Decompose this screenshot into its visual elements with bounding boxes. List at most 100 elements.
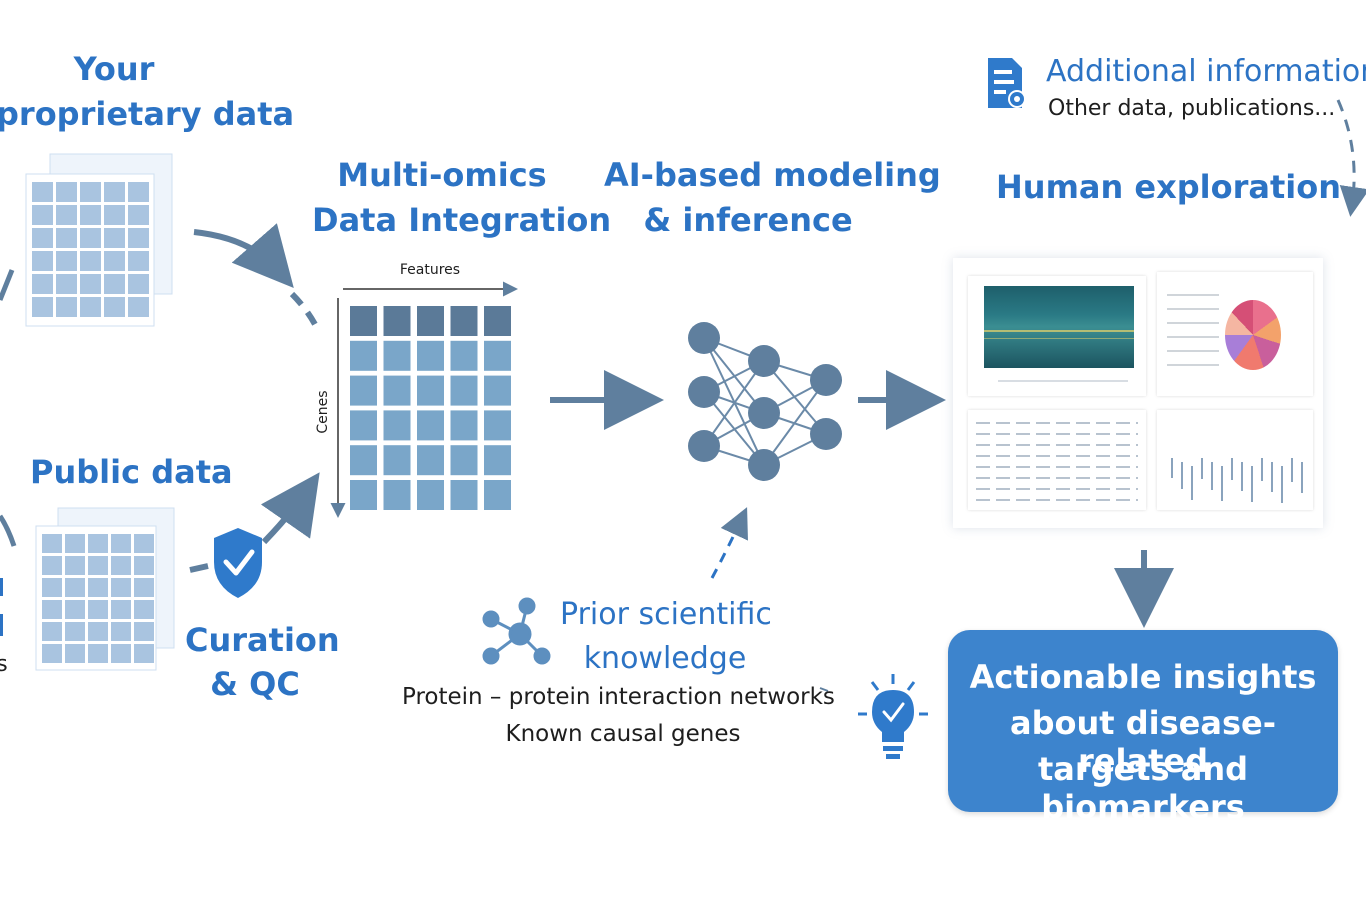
left-cut-text-fragment: s — [0, 652, 8, 677]
sheet-cell — [111, 644, 131, 663]
sheet-cell — [111, 622, 131, 641]
sheet-cell — [88, 556, 108, 575]
bar-mark — [1241, 462, 1243, 491]
matrix-cell — [417, 375, 444, 406]
table-row-line — [976, 499, 1138, 501]
matrix-cell — [417, 306, 444, 336]
sheet-cell — [104, 228, 125, 248]
bar-mark — [1221, 466, 1223, 501]
matrix-cell — [350, 480, 377, 510]
curation-title-line1: Curation — [185, 621, 340, 659]
sheet-cell — [65, 534, 85, 553]
sheet-cell — [128, 274, 149, 294]
lightbulb-icon — [858, 674, 928, 759]
sheet-cell — [42, 622, 62, 641]
sheet-cell — [104, 205, 125, 225]
nn-edge — [703, 360, 765, 447]
sheet-cell — [104, 297, 125, 317]
proprietary-data-sheets-icon — [25, 153, 173, 327]
sheet-cell — [42, 644, 62, 663]
nn-node — [748, 345, 780, 377]
sheet-cell — [32, 205, 53, 225]
features-axis-label: Features — [399, 262, 461, 278]
sheet-cell — [134, 644, 154, 663]
matrix-cell — [450, 410, 478, 441]
sheet-cell — [56, 274, 77, 294]
nn-node — [688, 376, 720, 408]
sheet-cell — [42, 600, 62, 619]
actionable-insights-box: Actionable insights about disease-relate… — [948, 630, 1338, 826]
proprietary-title-line2: proprietary data — [0, 95, 295, 133]
prior-knowledge-sub1: Protein – protein interaction networks — [402, 684, 835, 710]
nn-node — [810, 418, 842, 450]
feature-gene-matrix — [350, 306, 511, 510]
bar-mark — [1181, 462, 1183, 489]
checkmark-shield-icon — [214, 528, 262, 598]
matrix-cell — [383, 340, 411, 371]
sheet-cell — [128, 297, 149, 317]
sheet-cell — [104, 274, 125, 294]
sheet-cell — [134, 622, 154, 641]
sheet-cell — [88, 644, 108, 663]
insight-line2: about disease-related — [1010, 704, 1276, 780]
matrix-cell — [484, 410, 511, 441]
public-data-title: Public data — [30, 453, 233, 491]
sheet-cell — [42, 556, 62, 575]
sheet-cell — [128, 182, 149, 202]
document-gear-icon — [988, 58, 1026, 108]
insight-line3: targets and biomarkers — [1037, 750, 1249, 826]
sheet-cell — [80, 251, 101, 271]
matrix-cell — [417, 480, 444, 510]
neural-network-icon — [688, 322, 842, 481]
table-row-line — [976, 466, 1138, 468]
matrix-cell — [450, 340, 478, 371]
sheet-cell — [56, 228, 77, 248]
matrix-cell — [450, 306, 478, 336]
left-edge-curve-top — [0, 269, 15, 301]
matrix-cell — [417, 445, 444, 476]
sheet-cell — [65, 622, 85, 641]
matrix-cell — [383, 445, 411, 476]
sheet-cell — [134, 600, 154, 619]
sheet-cell — [56, 297, 77, 317]
sheet-cell — [88, 578, 108, 597]
sheet-cell — [88, 600, 108, 619]
matrix-cell — [350, 375, 377, 406]
human-exploration-title: Human exploration — [996, 168, 1342, 206]
sheet-cell — [56, 251, 77, 271]
arrow-proprietary-to-matrix — [193, 223, 294, 289]
nn-node — [688, 322, 720, 354]
matrix-cell — [383, 306, 411, 336]
table-panel — [968, 410, 1146, 510]
sheet-cell — [80, 205, 101, 225]
sheet-cell — [32, 297, 53, 317]
sheet-cell — [32, 274, 53, 294]
ai-title-line2: & inference — [643, 201, 853, 239]
insight-line1: Actionable insights — [969, 658, 1317, 696]
matrix-cell — [383, 375, 411, 406]
nn-node — [688, 430, 720, 462]
pie-panel — [1157, 272, 1313, 396]
integration-title-line1: Multi-omics — [337, 156, 547, 194]
exploration-dashboard — [953, 258, 1323, 528]
matrix-cell — [450, 480, 478, 510]
matrix-cell — [350, 306, 377, 336]
matrix-cell — [484, 340, 511, 371]
arrow-public-to-matrix — [260, 472, 320, 545]
sheet-cell — [32, 251, 53, 271]
table-row-line — [976, 488, 1138, 490]
sheet-cell — [65, 644, 85, 663]
additional-info-title: Additional information — [1046, 54, 1366, 89]
matrix-cell — [484, 480, 511, 510]
nn-edge — [763, 379, 827, 466]
sheet-cell — [80, 228, 101, 248]
bar-mark — [1201, 458, 1203, 479]
matrix-cell — [484, 306, 511, 336]
matrix-cell — [450, 445, 478, 476]
nn-node — [810, 364, 842, 396]
table-row-line — [976, 422, 1138, 424]
matrix-cell — [350, 445, 377, 476]
matrix-cell — [350, 340, 377, 371]
heatmap-panel — [968, 276, 1146, 396]
integration-title-line2: Data Integration — [312, 201, 612, 239]
